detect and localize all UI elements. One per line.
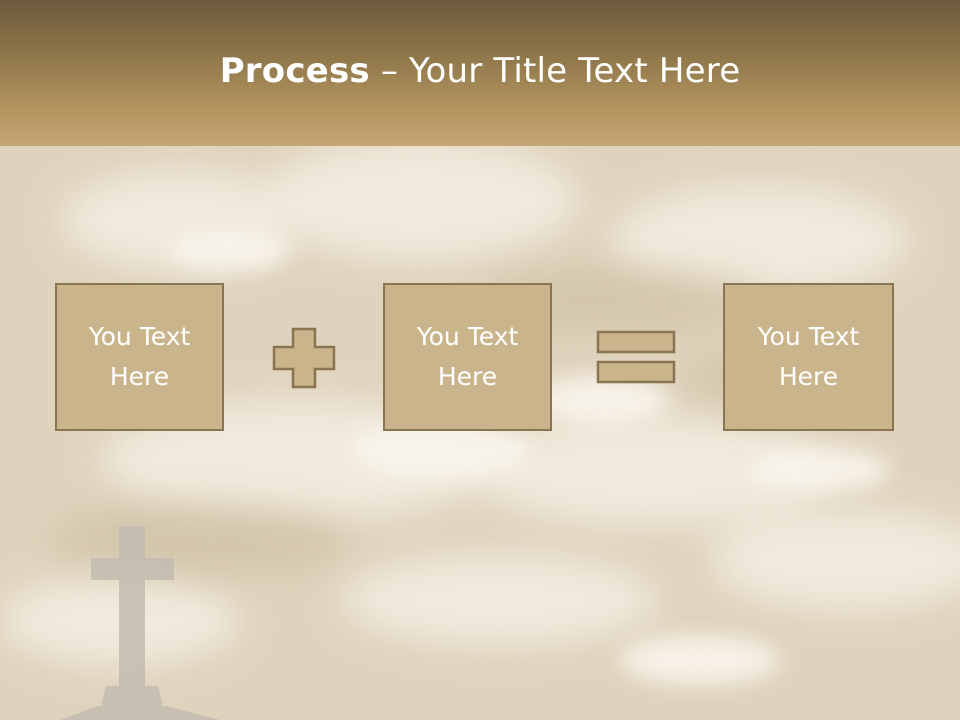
title-bold-text: Process xyxy=(219,51,370,91)
process-box-3[interactable]: You Text Here xyxy=(723,283,894,431)
process-box-1[interactable]: You Text Here xyxy=(55,283,224,431)
process-box-1-line2: Here xyxy=(109,362,170,391)
equals-icon xyxy=(596,330,676,384)
slide-title[interactable]: Process – Your Title Text Here xyxy=(220,51,741,91)
process-box-1-line1: You Text xyxy=(88,322,191,351)
process-box-2[interactable]: You Text Here xyxy=(383,283,552,431)
process-box-3-line2: Here xyxy=(778,362,839,391)
process-box-2-line1: You Text xyxy=(416,322,519,351)
process-box-2-line2: Here xyxy=(437,362,498,391)
process-box-3-line1: You Text xyxy=(757,322,860,351)
process-box-2-text: You Text Here xyxy=(398,317,538,397)
title-band: Process – Your Title Text Here xyxy=(0,0,960,146)
plus-icon xyxy=(272,327,336,389)
process-box-3-text: You Text Here xyxy=(739,317,879,397)
title-rest-text: – Your Title Text Here xyxy=(369,51,741,91)
cross-icon xyxy=(60,526,220,720)
process-box-1-text: You Text Here xyxy=(70,317,210,397)
